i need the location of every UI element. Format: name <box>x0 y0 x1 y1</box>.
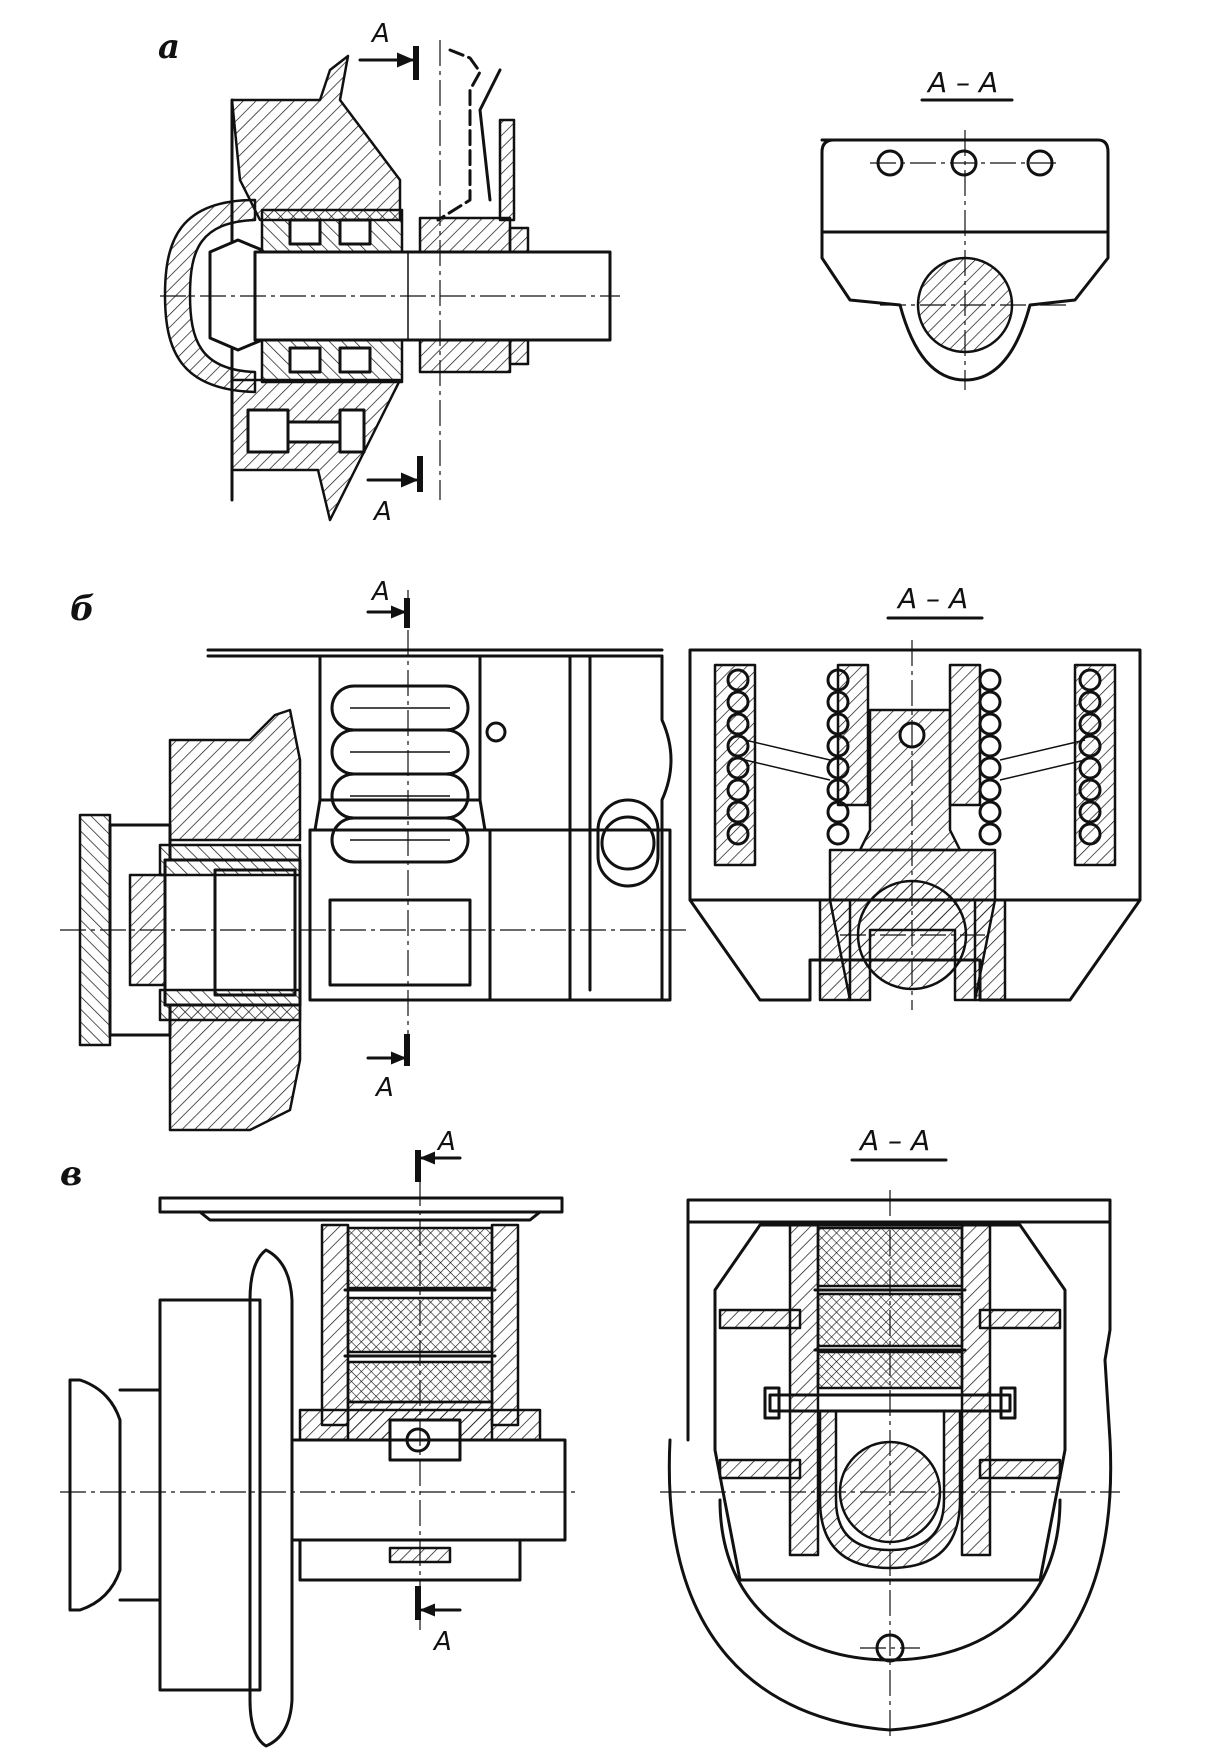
bearing-lower-a <box>260 338 404 384</box>
view-v-section-mark-bottom: A <box>415 1586 462 1657</box>
view-a-label: а <box>158 27 180 67</box>
view-a-section-mark-bottom: A <box>366 456 423 527</box>
axlebox-housing-a <box>230 54 402 222</box>
view-b-section-letter-top: A <box>370 577 390 607</box>
bearing-upper-a <box>260 208 404 254</box>
view-v-label: в <box>60 1154 82 1194</box>
coil-springs-right-b <box>978 668 1102 846</box>
view-v-section-letter-top: A <box>436 1127 456 1157</box>
axle-v <box>290 1438 567 1542</box>
view-v-section-mark-top: A <box>415 1127 462 1182</box>
view-v: в A A <box>60 1124 1120 1748</box>
view-b-label: б <box>70 589 95 629</box>
view-a: а A A <box>158 19 1110 527</box>
view-v-section-letter-bottom: A <box>432 1627 452 1657</box>
u-strap-v <box>818 1409 962 1570</box>
view-a-section-letter-top: A <box>370 19 390 49</box>
section-a-a-view-b <box>688 640 1142 1010</box>
wheel-v <box>68 1248 294 1748</box>
view-b-section-title: A – A <box>896 582 968 615</box>
view-b-section-mark-top: A <box>366 577 410 628</box>
view-a-section-letter-bottom: A <box>372 497 392 527</box>
view-a-section-title: A – A <box>926 66 998 99</box>
housing-bolt-a <box>246 408 366 454</box>
end-cover-a <box>163 198 257 394</box>
view-b-section-mark-bottom: A <box>366 1034 410 1103</box>
axlebox-housing-b <box>168 708 302 842</box>
coil-springs-left-b <box>726 668 850 846</box>
view-b: б A A <box>60 577 1142 1132</box>
view-v-section-title: A – A <box>858 1124 930 1157</box>
section-a-a-view-a <box>820 130 1110 390</box>
section-a-a-view-v <box>660 1190 1120 1740</box>
view-a-section-mark-top: A <box>358 19 419 80</box>
view-b-section-letter-bottom: A <box>374 1073 394 1103</box>
coil-spring-b <box>330 684 470 864</box>
